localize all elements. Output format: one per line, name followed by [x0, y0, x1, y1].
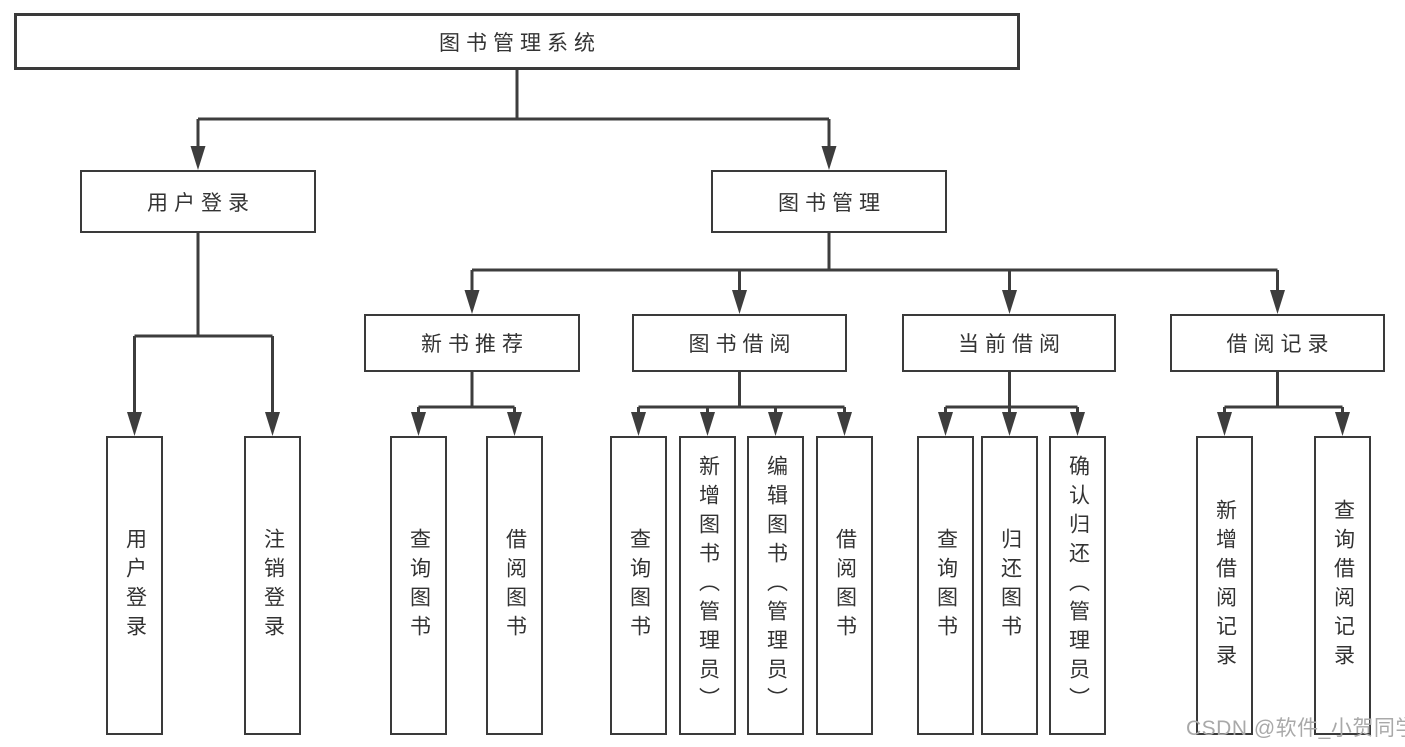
leaf-logout: 注销登录	[244, 436, 301, 735]
arrow-down-icon	[411, 412, 426, 436]
csdn-watermark: CSDN @软件_小贺同学	[1186, 717, 1405, 740]
arrow-down-icon	[190, 146, 206, 170]
arrow-down-icon	[1270, 290, 1285, 314]
leaf-borrow-books-borrowing: 借阅图书	[816, 436, 873, 735]
arrow-down-icon	[1070, 412, 1085, 436]
connector-newbooks-to-leaves	[417, 372, 516, 418]
node-borrowing-records: 借阅记录	[1170, 314, 1385, 372]
arrow-down-icon	[732, 290, 747, 314]
leaf-add-borrow-record: 新增借阅记录	[1196, 436, 1253, 735]
leaf-confirm-return-admin: 确认归还（管理员）	[1049, 436, 1106, 735]
arrow-down-icon	[1002, 290, 1017, 314]
leaf-query-borrow-record: 查询借阅记录	[1314, 436, 1371, 735]
arrow-down-icon	[1217, 412, 1232, 436]
leaf-query-books-current: 查询图书	[917, 436, 974, 735]
node-book-borrowing: 图书借阅	[632, 314, 847, 372]
leaf-borrow-books-recommend: 借阅图书	[486, 436, 543, 735]
arrow-down-icon	[768, 412, 783, 436]
arrow-down-icon	[938, 412, 953, 436]
leaf-query-books-borrowing: 查询图书	[610, 436, 667, 735]
leaf-add-books-admin: 新增图书（管理员）	[679, 436, 736, 735]
connector-bookmgmt-to-level3	[470, 233, 1279, 296]
node-root-system: 图书管理系统	[14, 13, 1020, 70]
arrow-down-icon	[507, 412, 522, 436]
arrow-down-icon	[127, 412, 142, 436]
connector-userlogin-to-leaves	[133, 233, 274, 416]
arrowheads	[127, 146, 1350, 436]
leaf-query-books-recommend: 查询图书	[390, 436, 447, 735]
connector-paths	[133, 70, 1344, 418]
arrow-down-icon	[631, 412, 646, 436]
leaf-edit-books-admin: 编辑图书（管理员）	[747, 436, 804, 735]
node-book-management: 图书管理	[711, 170, 947, 233]
leaf-user-login: 用户登录	[106, 436, 163, 735]
leaf-return-books: 归还图书	[981, 436, 1038, 735]
connector-borrowrecords-to-leaves	[1223, 372, 1344, 418]
connector-currentborrow-to-leaves	[944, 372, 1079, 418]
arrow-down-icon	[837, 412, 852, 436]
node-new-book-recommend: 新书推荐	[364, 314, 580, 372]
arrow-down-icon	[265, 412, 280, 436]
arrow-down-icon	[821, 146, 837, 170]
arrow-down-icon	[1002, 412, 1017, 436]
node-current-borrowing: 当前借阅	[902, 314, 1116, 372]
connector-bookborrow-to-leaves	[637, 372, 846, 418]
node-user-login: 用户登录	[80, 170, 316, 233]
arrow-down-icon	[464, 290, 480, 314]
arrow-down-icon	[700, 412, 715, 436]
arrow-down-icon	[1335, 412, 1350, 436]
connector-root-to-level2	[196, 70, 831, 150]
